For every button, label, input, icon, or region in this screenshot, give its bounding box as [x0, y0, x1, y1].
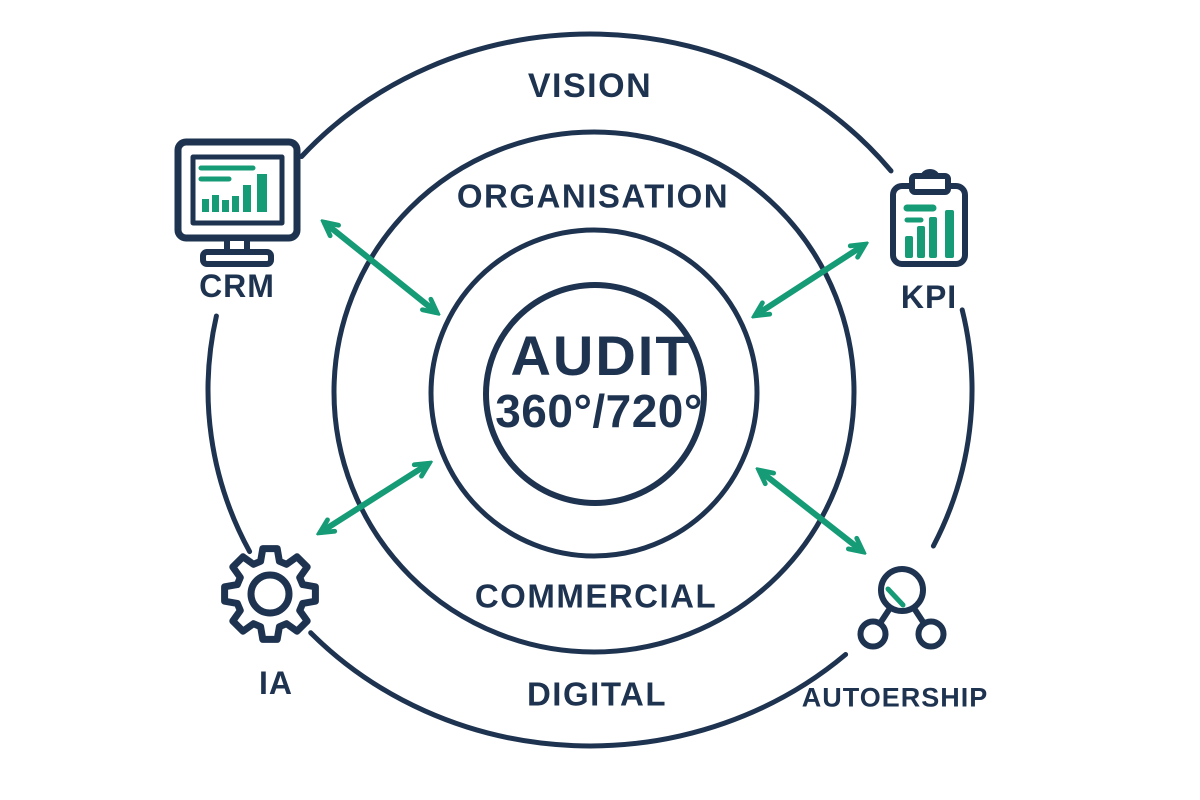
arrow-crm-to-center — [325, 223, 436, 312]
ring-circle-2 — [428, 227, 760, 559]
gear-icon — [221, 545, 319, 643]
outer-ring-arc-top — [299, 31, 894, 174]
clipboard-bar-chart-icon — [890, 169, 968, 267]
clipboard-clip — [909, 173, 951, 195]
concentric-rings — [205, 31, 975, 749]
ring-label-digital: DIGITAL — [526, 675, 668, 713]
gear-hub — [247, 571, 293, 617]
center-subtitle: 360°/720° — [495, 385, 703, 437]
node-label-kpi: KPI — [900, 279, 958, 315]
node-label-ia: IA — [259, 665, 293, 701]
ring-label-commercial: COMMERCIAL — [474, 577, 718, 615]
ring-label-vision: VISION — [527, 67, 653, 105]
ring-label-organisation: ORGANISATION — [456, 177, 730, 215]
network-nodes-icon — [857, 566, 947, 650]
node-label-crm: CRM — [199, 268, 275, 304]
screen-bar-chart — [202, 174, 267, 212]
monitor-bar-chart-icon — [174, 138, 301, 267]
outer-ring-arc-right — [930, 307, 975, 549]
center-title: AUDIT — [510, 324, 692, 387]
clipboard-bar-chart — [905, 210, 954, 258]
monitor-base — [200, 249, 274, 267]
ring-circle-center — [483, 282, 707, 506]
node-label-autoership: AUTOERSHIP — [801, 682, 989, 713]
network-node-main — [878, 566, 926, 614]
arrow-ia-to-center — [321, 464, 428, 532]
network-node-left — [857, 618, 889, 650]
network-node-right — [915, 618, 947, 650]
network-node-accent-mark — [885, 586, 906, 608]
arrow-autoership-to-center — [760, 471, 862, 551]
link-arrows — [321, 223, 864, 551]
ring-circle-3 — [331, 129, 857, 655]
outer-ring-arc-bottom — [308, 630, 849, 749]
arrow-kpi-to-center — [756, 245, 864, 315]
outer-ring-arc-left — [205, 313, 253, 555]
